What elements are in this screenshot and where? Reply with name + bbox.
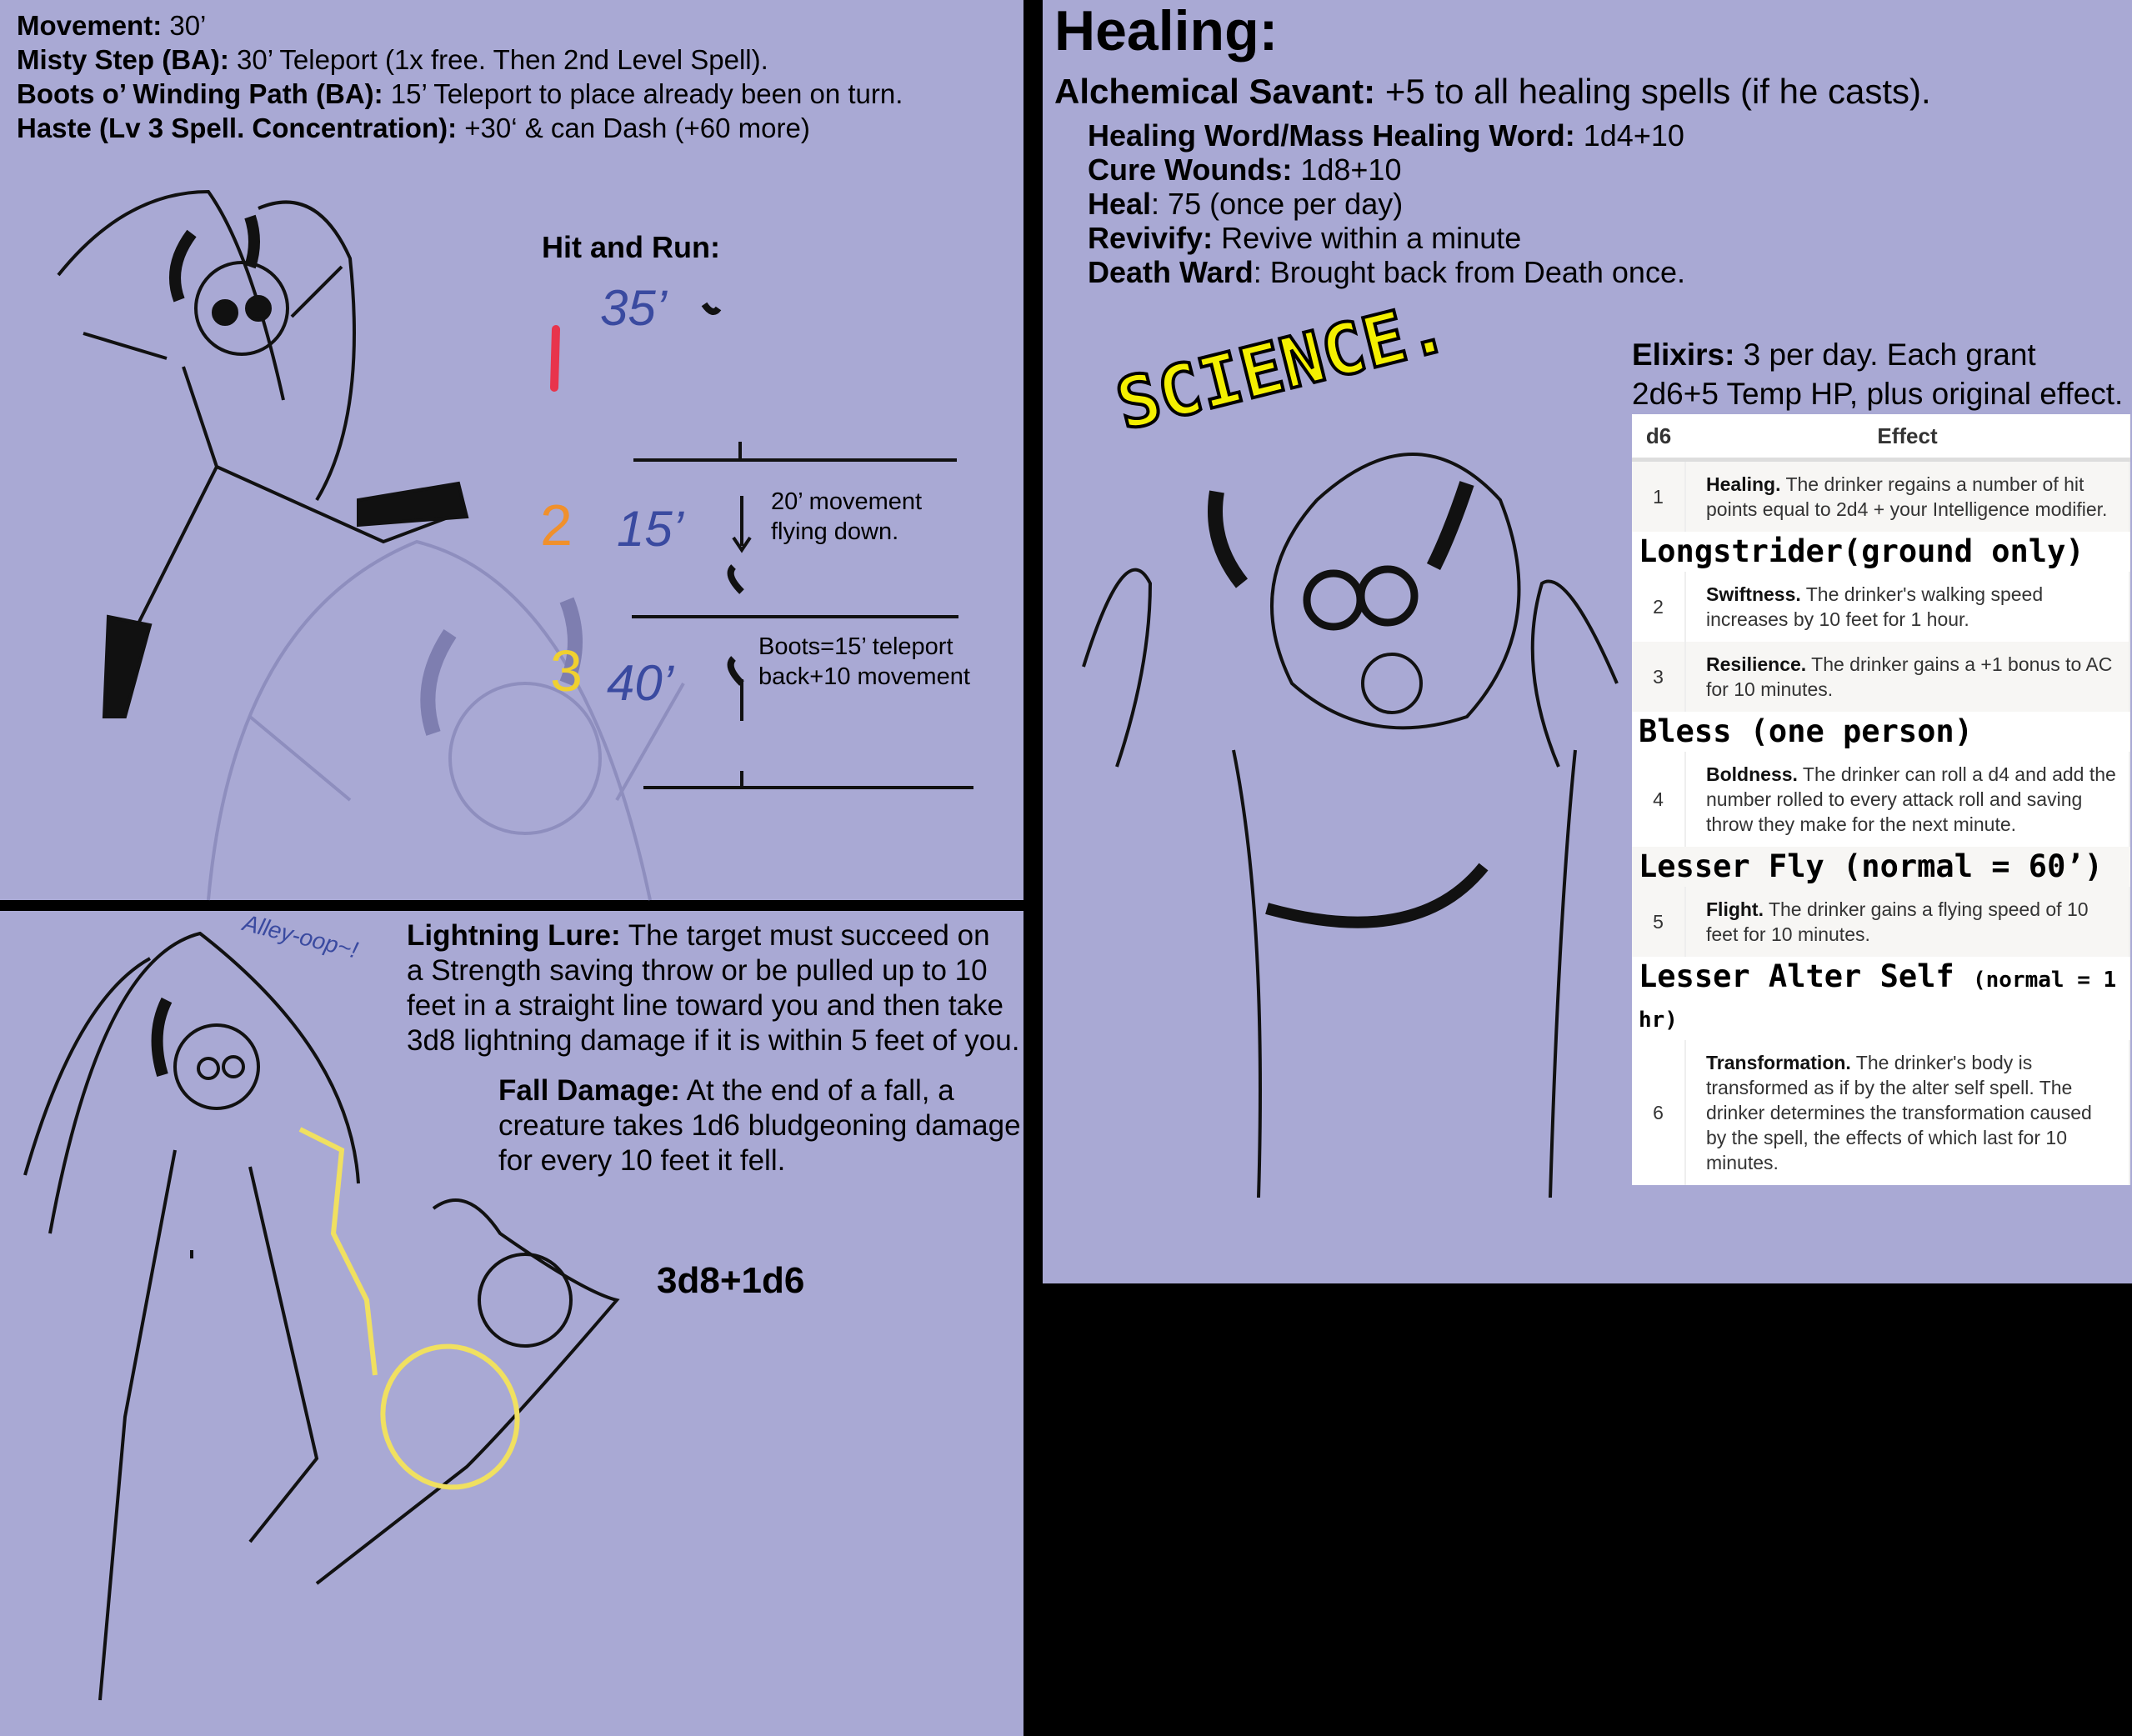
spell-item: Revivify: Revive within a minute <box>1088 221 1522 255</box>
step-2-number: 2 <box>540 493 573 558</box>
healing-title: Healing: <box>1054 0 1279 63</box>
movement-list: Movement: 30’ Misty Step (BA): 30’ Telep… <box>17 8 903 145</box>
alchemical-savant: Alchemical Savant: +5 to all healing spe… <box>1054 72 1931 111</box>
lightning-character-sketch <box>23 931 620 1701</box>
bless-annotation: Bless (one person) <box>1632 711 2129 752</box>
fall-damage-text: Fall Damage: At the end of a fall, a cre… <box>498 1074 1021 1177</box>
lightning-bolt <box>298 1127 378 1376</box>
spell-item: Healing Word/Mass Healing Word: 1d4+10 <box>1088 118 1684 153</box>
hit-and-run-title: Hit and Run: <box>542 230 720 264</box>
spell-item: Heal: 75 (once per day) <box>1088 187 1404 221</box>
haste-line: Haste (Lv 3 Spell. Concentration): +30‘ … <box>17 113 810 143</box>
lesser-alter-self-annotation: Lesser Alter Self (normal = 1 hr) <box>1632 956 2129 1040</box>
spell-item: Cure Wounds: 1d8+10 <box>1088 153 1402 187</box>
spell-item: Death Ward: Brought back from Death once… <box>1088 255 1685 289</box>
total-damage: 3d8+1d6 <box>657 1260 805 1301</box>
flying-character-sketch <box>57 189 469 718</box>
lightning-lasso <box>380 1343 520 1490</box>
science-character-sketch <box>1082 453 1619 1198</box>
annotation-row: Longstrider(ground only) <box>1632 531 2129 572</box>
header-d6: d6 <box>1632 414 1685 462</box>
healing-spell-list: Healing Word/Mass Healing Word: 1d4+10 C… <box>1088 118 1685 289</box>
step-3-distance: 40’ <box>607 655 674 711</box>
step-1-distance: 35’ <box>600 280 668 336</box>
faded-character-sketch <box>207 539 685 901</box>
step-3-number: 3 <box>550 638 583 703</box>
step-2-distance: 15’ <box>617 501 684 557</box>
lesser-fly-annotation: Lesser Fly (normal = 60’) <box>1639 848 2103 884</box>
annotation-row: Lesser Alter Self (normal = 1 hr) <box>1632 956 2129 1040</box>
step-1-marker <box>550 325 560 392</box>
longstrider-annotation: Longstrider(ground only) <box>1632 531 2129 572</box>
annotation-row: Bless (one person) <box>1632 711 2129 752</box>
movement-line: Movement: 30’ <box>17 10 207 41</box>
annotation-row: Lesser Fly (normal = 60’) <box>1632 847 2129 887</box>
lightning-lure-text: Lightning Lure: The target must succeed … <box>407 919 1020 1057</box>
lightning-panel <box>0 911 1023 1736</box>
boots-line: Boots o’ Winding Path (BA): 15’ Teleport… <box>17 78 903 109</box>
hit-and-run-diagram <box>632 302 973 789</box>
movement-panel <box>0 0 1023 900</box>
header-effect: Effect <box>1685 414 2129 462</box>
elixirs-text: Elixirs: 3 per day. Each grant 2d6+5 Tem… <box>1632 338 2124 411</box>
misty-step-line: Misty Step (BA): 30’ Teleport (1x free. … <box>17 44 768 75</box>
